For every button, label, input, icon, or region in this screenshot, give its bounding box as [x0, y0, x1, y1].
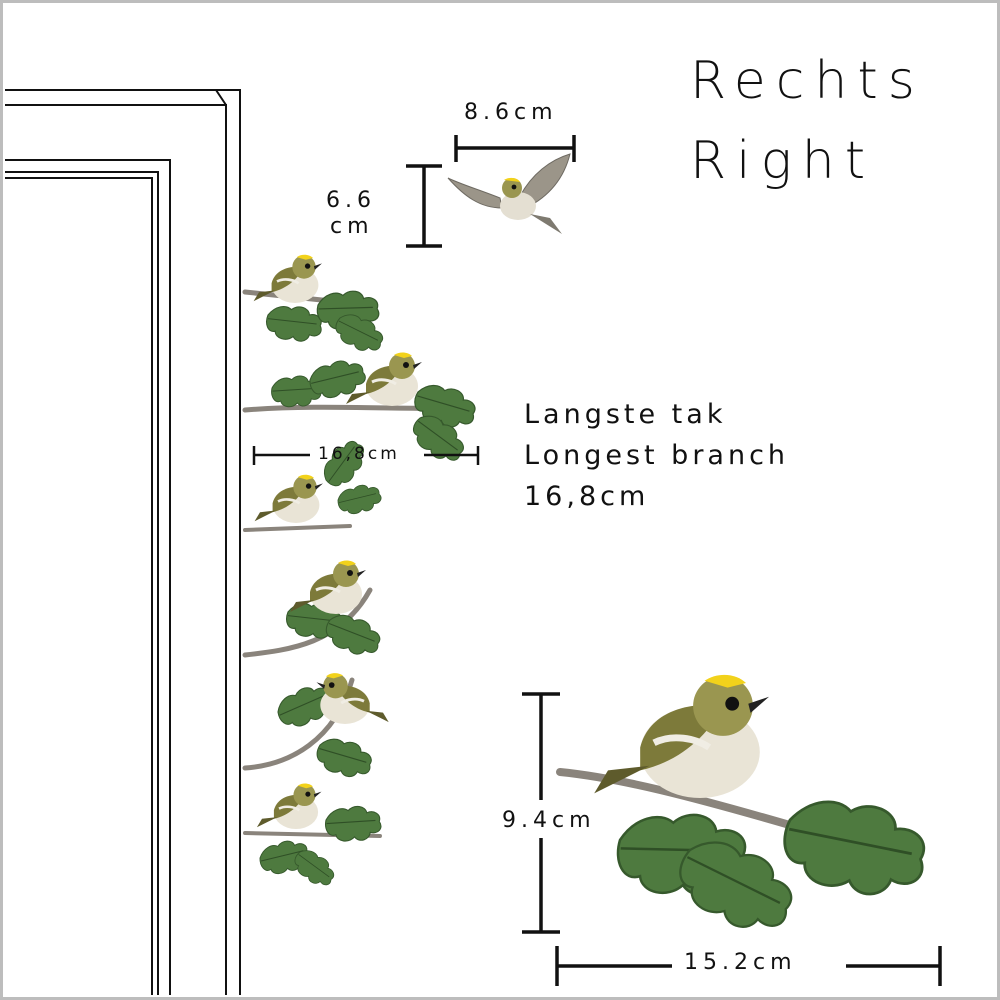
branch-sticker-5	[242, 671, 391, 781]
longest-branch-width-label: 16,8cm	[318, 444, 400, 464]
info-line-3: 16,8cm	[524, 481, 650, 512]
large-bird-sticker	[556, 675, 929, 942]
longest-branch-dimension	[252, 446, 480, 465]
flying-height-unit: cm	[330, 214, 374, 239]
big-width-label: 15.2cm	[684, 950, 797, 975]
branch-sticker-3	[243, 434, 385, 532]
branch-sticker-4	[242, 558, 385, 660]
flying-height-dimension	[406, 164, 442, 248]
flying-height-number: 6.6	[326, 188, 376, 213]
info-line-2: Longest branch	[524, 440, 790, 471]
branch-sticker-2	[242, 350, 479, 468]
flying-width-label: 8.6cm	[464, 100, 558, 125]
title-line-2: Right	[690, 131, 876, 191]
big-height-label: 9.4cm	[502, 808, 596, 833]
flying-bird	[447, 153, 571, 234]
info-line-1: Langste tak	[524, 399, 727, 430]
big-width-dimension	[555, 946, 942, 986]
branch-sticker-1	[242, 253, 388, 357]
door-frame	[5, 89, 241, 995]
branch-sticker-6	[243, 782, 384, 891]
big-height-dimension	[522, 692, 560, 934]
flying-width-dimension	[454, 135, 576, 162]
title-line-1: Rechts	[690, 51, 925, 111]
